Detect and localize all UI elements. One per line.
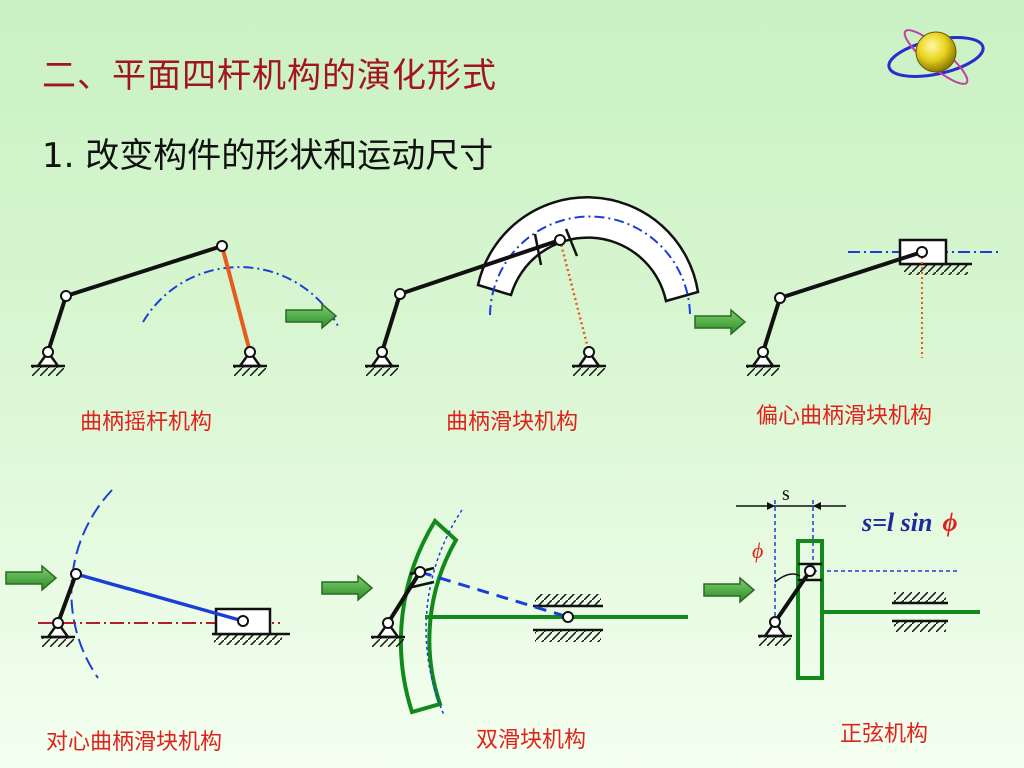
slide-subtitle: 1. 改变构件的形状和运动尺寸 <box>42 136 494 176</box>
caption-crank-rocker: 曲柄摇杆机构 <box>80 410 213 435</box>
caption-sine-mechanism: 正弦机构 <box>840 722 929 747</box>
coupler-path-arc <box>142 266 339 327</box>
ground-pivot <box>31 346 65 376</box>
caption-crank-slider: 曲柄滑块机构 <box>446 410 579 435</box>
green-curved-slot <box>398 517 459 715</box>
ground-pivot <box>371 617 405 647</box>
arrow-right-icon <box>5 564 58 592</box>
ground-pivot <box>233 346 267 376</box>
caption-centric-crank-slider: 对心曲柄滑块机构 <box>46 730 223 755</box>
double-slider-mechanism <box>371 509 688 716</box>
label-phi: ϕ <box>752 538 763 563</box>
curved-guide <box>476 196 700 303</box>
ground-pivot <box>572 346 606 376</box>
crank-rocker-mechanism <box>31 240 339 376</box>
arrow-right-icon <box>694 308 747 336</box>
green-yoke <box>796 539 824 680</box>
slide-title: 二、平面四杆机构的演化形式 <box>42 56 497 96</box>
caption-offset-crank-slider: 偏心曲柄滑块机构 <box>756 404 933 429</box>
globe-orbit-icon <box>887 29 985 85</box>
rocker-link <box>220 245 252 353</box>
formula-phi: ϕ <box>942 508 958 537</box>
caption-double-slider: 双滑块机构 <box>476 728 587 753</box>
ground-pivot <box>746 346 780 376</box>
sine-mechanism: s ϕ <box>736 483 980 680</box>
virtual-rocker <box>558 239 591 353</box>
coupler-link <box>75 572 244 623</box>
label-s: s <box>782 483 790 505</box>
arrow-right-icon <box>703 576 756 604</box>
ground-pivot <box>41 617 75 647</box>
crank-slider-mechanism <box>365 196 700 376</box>
formula-main: s=l sin <box>862 508 933 537</box>
ground-pivot <box>365 346 399 376</box>
arrow-right-icon <box>285 302 338 330</box>
offset-crank-slider-mechanism <box>746 238 1000 376</box>
sine-formula: s=l sin ϕ <box>862 508 958 538</box>
centric-crank-slider-mechanism <box>38 489 290 679</box>
arrow-right-icon <box>321 574 374 602</box>
ground-pivot <box>758 616 792 646</box>
